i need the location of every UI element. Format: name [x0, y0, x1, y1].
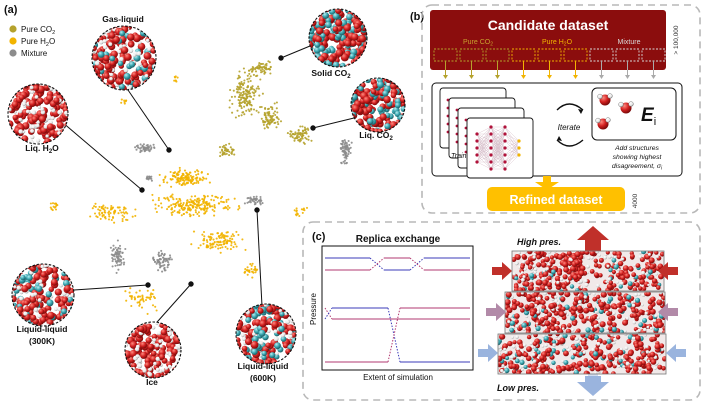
label-liq-co2: Liq. CO2	[359, 130, 393, 142]
refine-arrow	[535, 176, 559, 190]
label-gas-liquid: Gas-liquid	[102, 14, 144, 24]
legend-marker-co2	[9, 25, 17, 33]
snapshot-liquid-liquid-300k	[11, 263, 75, 327]
low-pressure-arrow	[577, 376, 609, 396]
side-arrow-high-right	[658, 262, 678, 280]
cand-label-co2: Pure CO2	[463, 39, 493, 48]
panel-c-label: (c)	[312, 231, 326, 243]
energy-box	[591, 87, 677, 141]
side-arrow-mid-left	[486, 303, 506, 321]
label-ice: Ice	[146, 377, 158, 387]
iterate-arrow-top	[556, 103, 584, 111]
callout-leaders	[61, 45, 355, 331]
refined-dataset-box	[487, 187, 625, 211]
panel-b-label: (b)	[410, 11, 424, 23]
candidate-dataset-box	[430, 10, 666, 70]
panel-c-frame	[302, 221, 701, 401]
high-pressure-label: High pres.	[517, 237, 561, 247]
snapshot-liq-h2o	[7, 83, 69, 145]
refined-count: 4000	[632, 193, 639, 208]
y-axis-label: Pressure	[309, 292, 318, 325]
high-pressure-arrow	[577, 226, 609, 256]
add-text-1: Add structures	[614, 145, 659, 152]
side-arrow-high-left	[492, 262, 512, 280]
energy-molecules	[595, 93, 634, 130]
iterate-label: Iterate	[558, 123, 581, 132]
add-text-3: disagreement, σi	[612, 163, 663, 172]
replica-lines	[324, 257, 470, 363]
label-liq-h2o: Liq. H2O	[25, 143, 59, 155]
refined-title: Refined dataset	[509, 193, 603, 207]
low-pressure-label: Low pres.	[497, 383, 539, 393]
label-solid-co2: Solid CO2	[311, 68, 351, 80]
panel-a-label: (a)	[4, 4, 18, 16]
snapshot-solid-co2	[308, 8, 368, 68]
candidate-count: > 100,000	[673, 25, 680, 54]
label-ll300-line2: (300K)	[29, 336, 55, 346]
legend: Pure CO2 Pure H2O Mixture	[9, 25, 55, 58]
legend-marker-h2o	[9, 37, 17, 45]
side-arrow-mid-right	[658, 303, 678, 321]
train-label: Train	[451, 153, 467, 160]
x-axis-label: Extent of simulation	[363, 373, 433, 382]
label-ll600-line2: (600K)	[250, 373, 276, 383]
legend-marker-mixture	[9, 49, 17, 57]
iterate-arrow-bottom	[556, 139, 584, 147]
legend-item-h2o: Pure H2O	[21, 37, 55, 48]
snapshot-liquid-liquid-600k	[235, 303, 297, 365]
cand-label-mixture: Mixture	[618, 39, 641, 46]
candidate-title: Candidate dataset	[488, 17, 609, 33]
candidate-arrows	[443, 61, 656, 79]
legend-item-co2: Pure CO2	[21, 25, 55, 36]
snapshot-liq-co2	[350, 77, 406, 133]
panel-c: (c) Replica exchange Pressure Extent of …	[302, 221, 701, 401]
label-ll300-line1: Liquid-liquid	[17, 324, 68, 334]
side-arrow-low-right	[666, 344, 686, 362]
snapshot-gas-liquid	[91, 25, 157, 91]
tsne-scatter	[49, 60, 353, 315]
energy-symbol: Ei	[641, 105, 656, 128]
cand-label-h2o: Pure H2O	[542, 39, 573, 48]
simulation-boxes	[497, 250, 667, 375]
side-arrow-low-left	[478, 344, 498, 362]
legend-item-mixture: Mixture	[21, 49, 48, 58]
panel-b-frame	[421, 4, 701, 214]
snapshot-ice	[124, 321, 182, 379]
label-ll600-line1: Liquid-liquid	[238, 361, 289, 371]
replica-title: Replica exchange	[356, 234, 441, 245]
panel-b: (b) Candidate dataset Pure CO2 Pure H2O …	[410, 4, 701, 214]
add-text-2: showing highest	[613, 154, 663, 161]
model-ensemble	[439, 87, 534, 179]
